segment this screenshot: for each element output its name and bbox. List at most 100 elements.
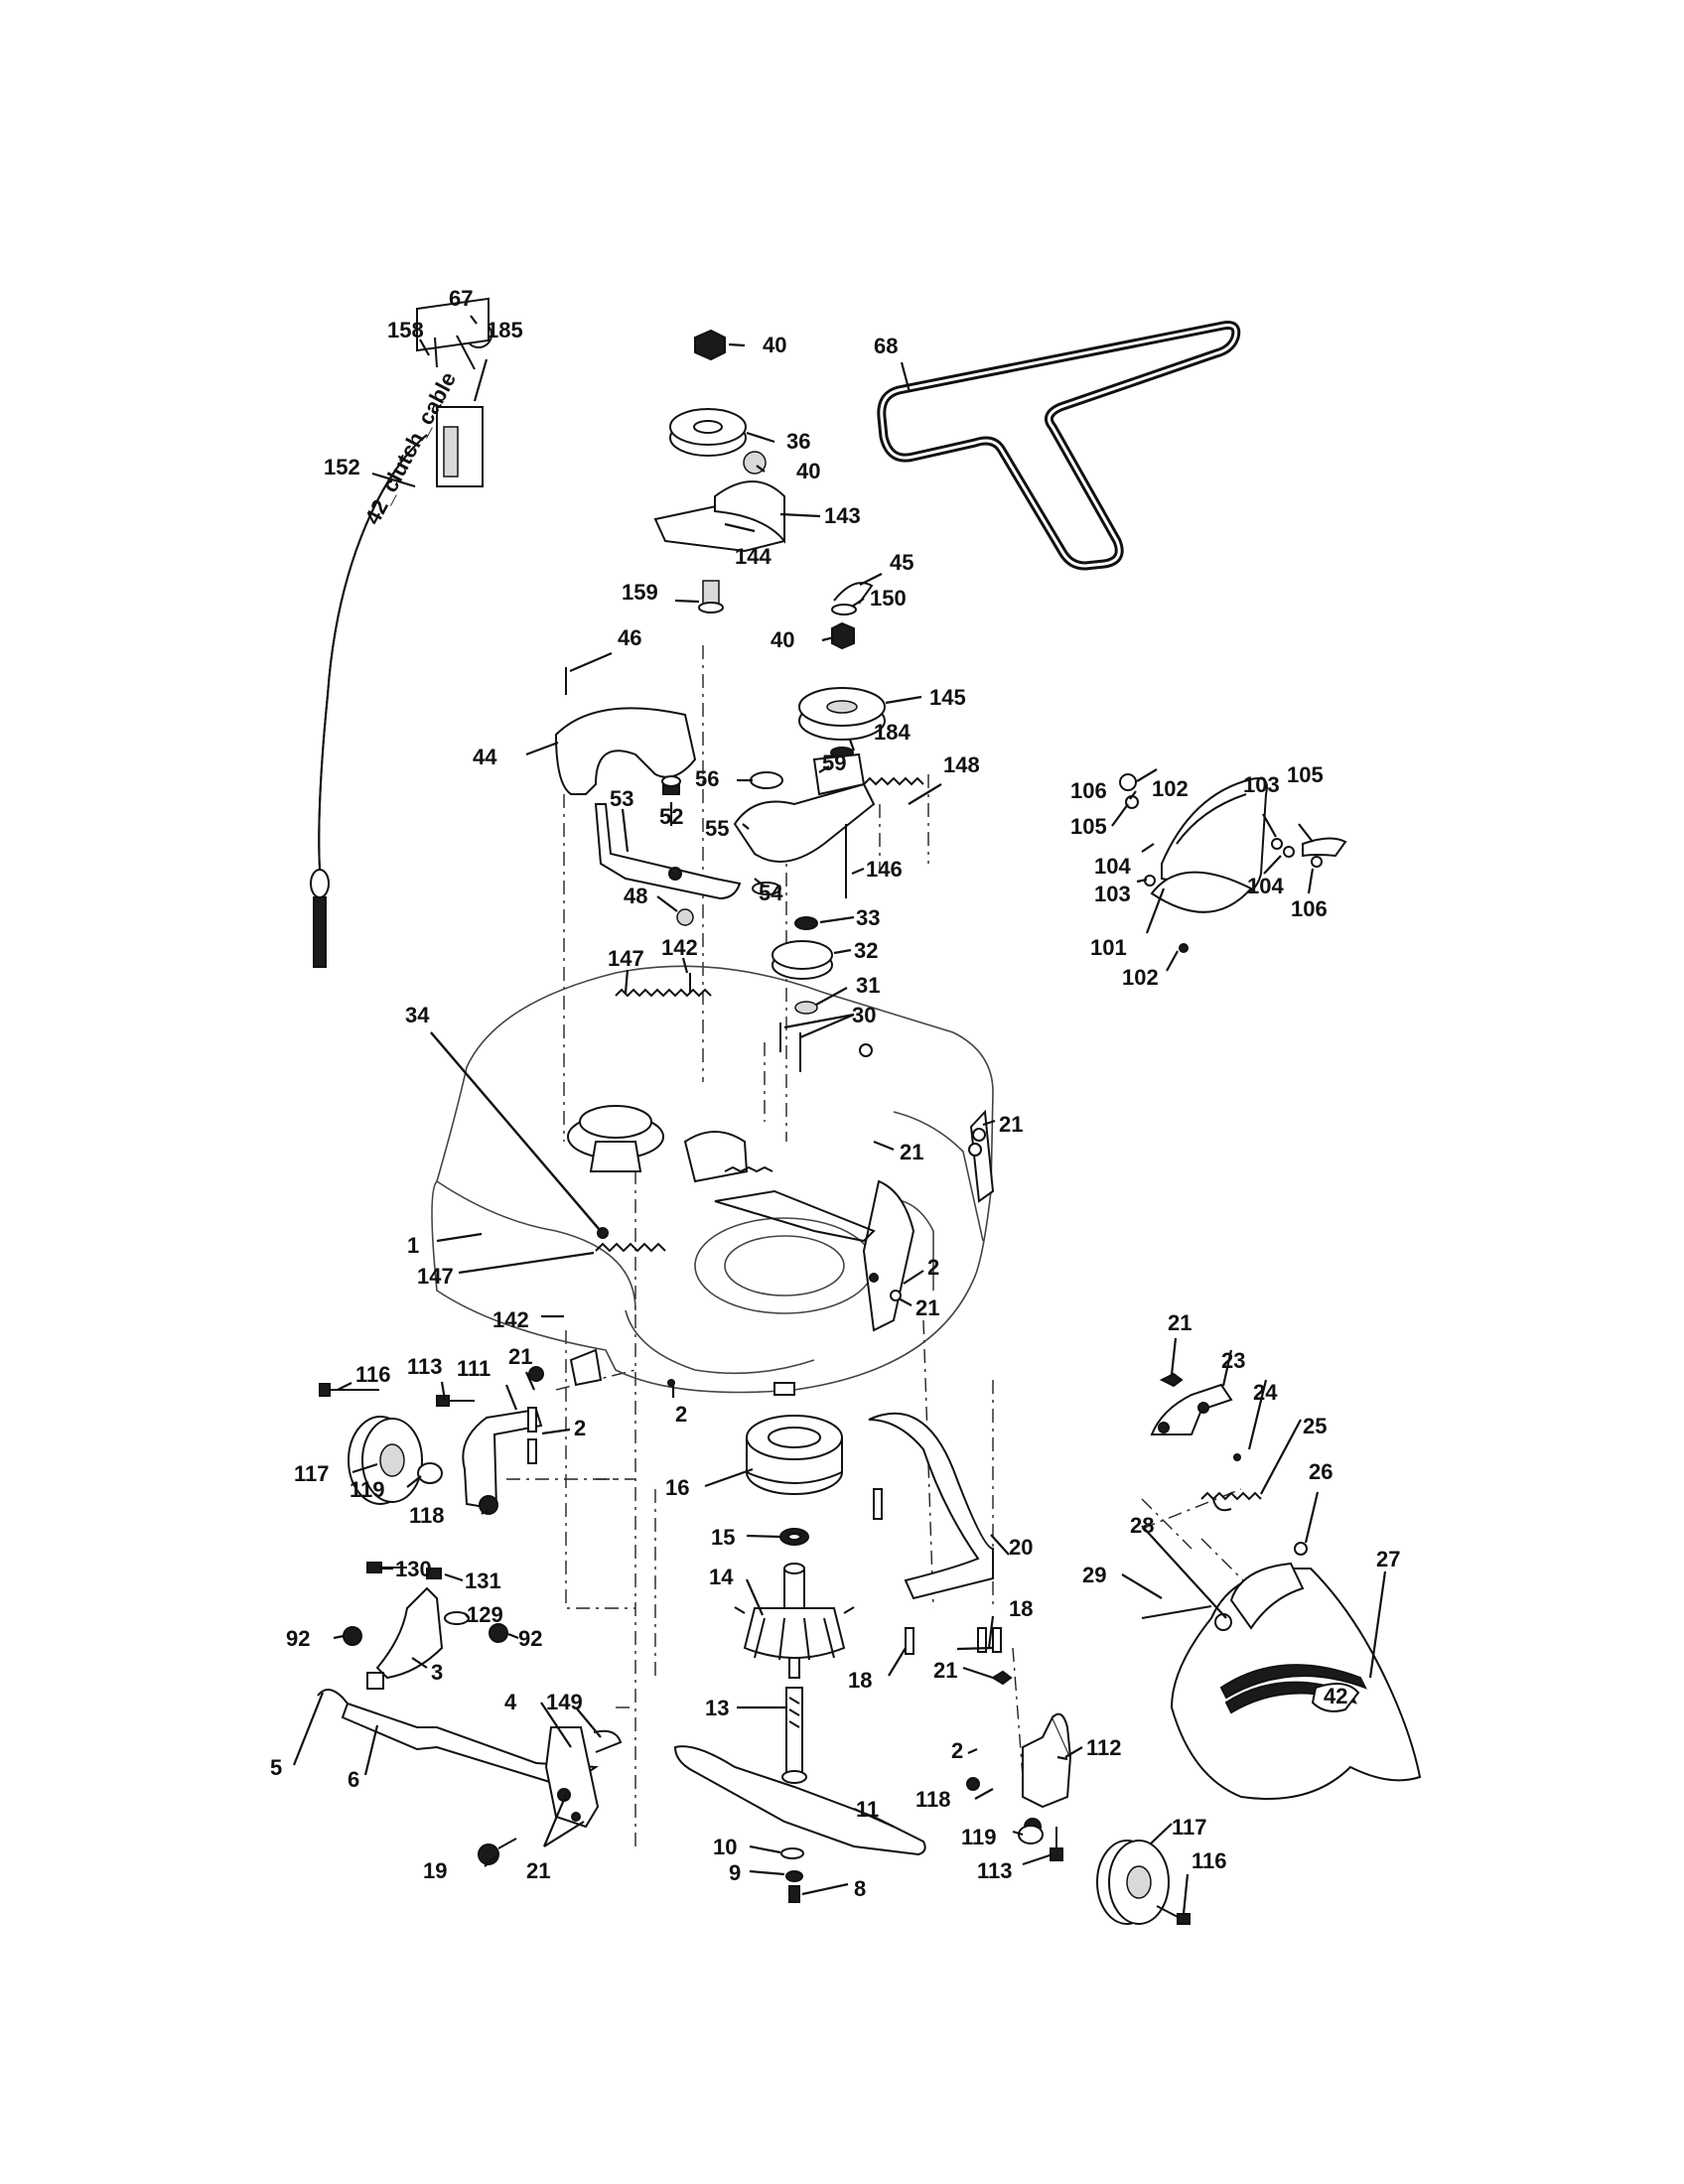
right-anti-scalp: [966, 1670, 1191, 1925]
left-anti-scalp: [319, 1383, 543, 1515]
center-idler-arm: [733, 752, 924, 898]
part-label: 30: [852, 1003, 876, 1027]
part-label: 116: [1192, 1848, 1227, 1873]
part-label: 106: [1291, 896, 1328, 921]
part-label: 5: [270, 1755, 282, 1780]
part-label: 148: [943, 752, 980, 777]
part-label: 103: [1094, 882, 1131, 906]
clutch-cable-assembly: 42_clutch_cable: [310, 297, 492, 968]
part-label: 2: [574, 1416, 586, 1440]
part-label: 10: [713, 1835, 737, 1859]
part-label: 24: [1253, 1380, 1278, 1405]
drive-belt: [877, 321, 1241, 571]
mandrel-assembly: [673, 1415, 926, 1903]
part-label: 2: [951, 1738, 963, 1763]
part-label: 21: [915, 1296, 939, 1320]
part-label: 111: [457, 1356, 491, 1381]
part-label: 143: [824, 503, 861, 528]
part-label: 28: [1130, 1513, 1154, 1538]
leader-lines: [292, 315, 1387, 1915]
cable-bracket: [416, 297, 490, 352]
part-label: 105: [1070, 814, 1107, 839]
part-label: 33: [856, 905, 880, 930]
part-label: 67: [449, 286, 473, 311]
part-label: 48: [624, 884, 647, 908]
part-label: 159: [622, 580, 658, 605]
part-label: 44: [473, 745, 497, 769]
part-label: 40: [763, 333, 786, 357]
idler-pulley-145: [798, 582, 886, 758]
part-label: 16: [665, 1475, 689, 1500]
part-label: 56: [695, 766, 719, 791]
part-label: 25: [1303, 1414, 1327, 1438]
part-label: 6: [348, 1767, 359, 1792]
part-label: 106: [1070, 778, 1107, 803]
part-label: 14: [709, 1565, 734, 1589]
mower-deck: [431, 965, 995, 1396]
part-label: 102: [1152, 776, 1189, 801]
deck-pulley-32: [772, 916, 833, 1072]
part-label: 53: [610, 786, 633, 811]
part-label: 104: [1247, 874, 1284, 898]
part-label: 20: [1009, 1535, 1033, 1560]
part-label: 45: [890, 550, 913, 575]
part-label: 36: [786, 429, 810, 454]
part-labels: 67 158 185 152 40 36 40 143 144 68 45 15…: [270, 286, 1400, 1901]
part-label: 13: [705, 1696, 729, 1720]
part-label: 23: [1221, 1348, 1245, 1373]
part-label: 4: [504, 1690, 517, 1714]
part-label: 92: [286, 1626, 310, 1651]
part-label: 18: [848, 1668, 872, 1693]
part-label: 150: [870, 586, 907, 611]
part-label: 54: [759, 881, 783, 905]
part-label: 118: [915, 1787, 951, 1812]
part-label: 29: [1082, 1563, 1106, 1587]
part-label: 8: [854, 1876, 866, 1901]
part-label: 119: [350, 1477, 385, 1502]
part-label: 103: [1243, 772, 1280, 797]
part-label: 3: [431, 1660, 443, 1685]
part-label: 21: [999, 1112, 1023, 1137]
part-label: 40: [796, 459, 820, 483]
part-label: 119: [961, 1825, 997, 1849]
part-label: 130: [395, 1557, 432, 1581]
part-label: 2: [927, 1255, 939, 1280]
left-deck-hanger: [343, 1562, 508, 1690]
spring-bracket-53: [594, 775, 742, 926]
part-label: 18: [1009, 1596, 1033, 1621]
part-label: 118: [409, 1503, 445, 1528]
idler-pulley-top: [653, 329, 785, 614]
part-label: 11: [856, 1797, 879, 1822]
part-label: 2: [675, 1402, 687, 1427]
part-label: 32: [854, 938, 878, 963]
discharge-chute: 42: [1141, 1372, 1422, 1800]
part-label: 31: [856, 973, 880, 998]
part-label: 19: [423, 1858, 447, 1883]
part-label: 102: [1122, 965, 1159, 990]
part-label: 52: [659, 804, 683, 829]
part-label: 147: [417, 1264, 454, 1289]
part-label: 68: [874, 334, 898, 358]
part-label: 15: [711, 1525, 735, 1550]
part-label: 21: [508, 1344, 532, 1369]
part-label: 27: [1376, 1547, 1400, 1571]
part-label: 105: [1287, 762, 1324, 787]
part-label: 142: [492, 1307, 529, 1332]
part-label: 26: [1309, 1459, 1333, 1484]
part-label: 113: [407, 1354, 443, 1379]
part-label: 116: [355, 1362, 391, 1387]
part-label: 9: [729, 1860, 741, 1885]
part-label: 117: [294, 1461, 330, 1486]
part-label: 131: [465, 1569, 501, 1593]
part-label: 145: [929, 685, 966, 710]
part-label: 149: [546, 1690, 583, 1714]
discharge-deflector: [1119, 773, 1347, 953]
front-baffle: [868, 1412, 1002, 1655]
part-label: 129: [467, 1602, 503, 1627]
chute-badge: 42: [1324, 1684, 1347, 1708]
part-label: 142: [661, 935, 698, 960]
part-label: 34: [405, 1003, 430, 1027]
part-label: 21: [1168, 1310, 1192, 1335]
deck-lift-lever: [317, 1689, 623, 1865]
